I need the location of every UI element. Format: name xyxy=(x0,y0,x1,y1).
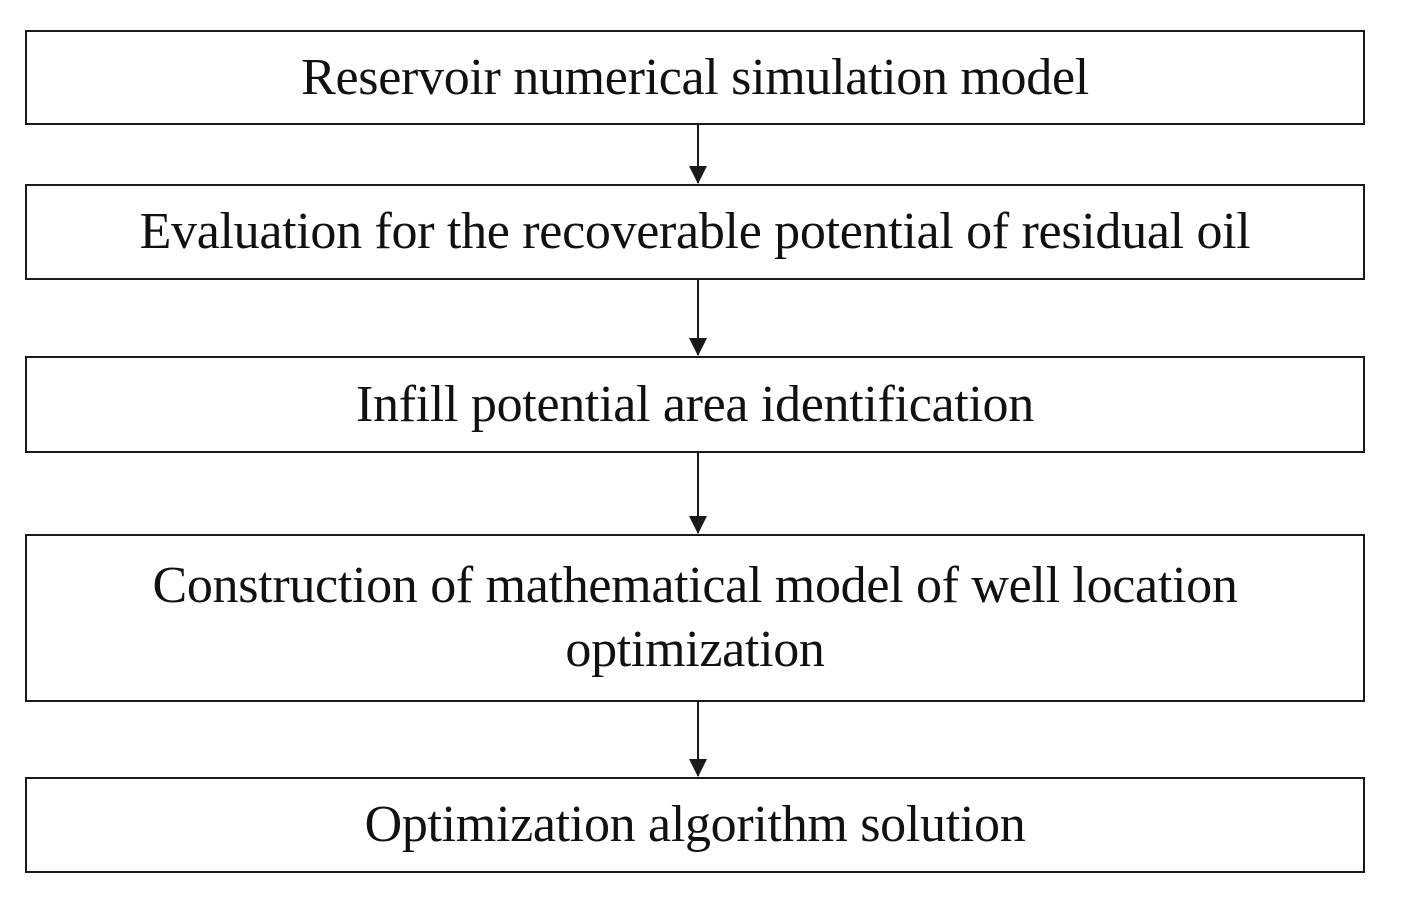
step-box-infill-area-identification: Infill potential area identification xyxy=(25,356,1365,453)
step-label: Reservoir numerical simulation model xyxy=(301,48,1089,106)
step-label: Evaluation for the recoverable potential… xyxy=(139,203,1251,260)
down-arrow-connector xyxy=(689,702,707,777)
down-arrow-connector xyxy=(689,453,707,534)
down-arrow-connector xyxy=(689,125,707,184)
step-box-algorithm-solution: Optimization algorithm solution xyxy=(25,777,1365,873)
step-label: Infill potential area identification xyxy=(356,375,1034,433)
step-box-reservoir-simulation: Reservoir numerical simulation model xyxy=(25,30,1365,125)
step-label: Optimization algorithm solution xyxy=(364,796,1026,853)
step-label: Construction of mathematical model of we… xyxy=(152,557,1238,678)
down-arrow-connector xyxy=(689,280,707,356)
step-box-model-construction: Construction of mathematical model of we… xyxy=(25,534,1365,702)
step-box-residual-oil-evaluation: Evaluation for the recoverable potential… xyxy=(25,184,1365,280)
